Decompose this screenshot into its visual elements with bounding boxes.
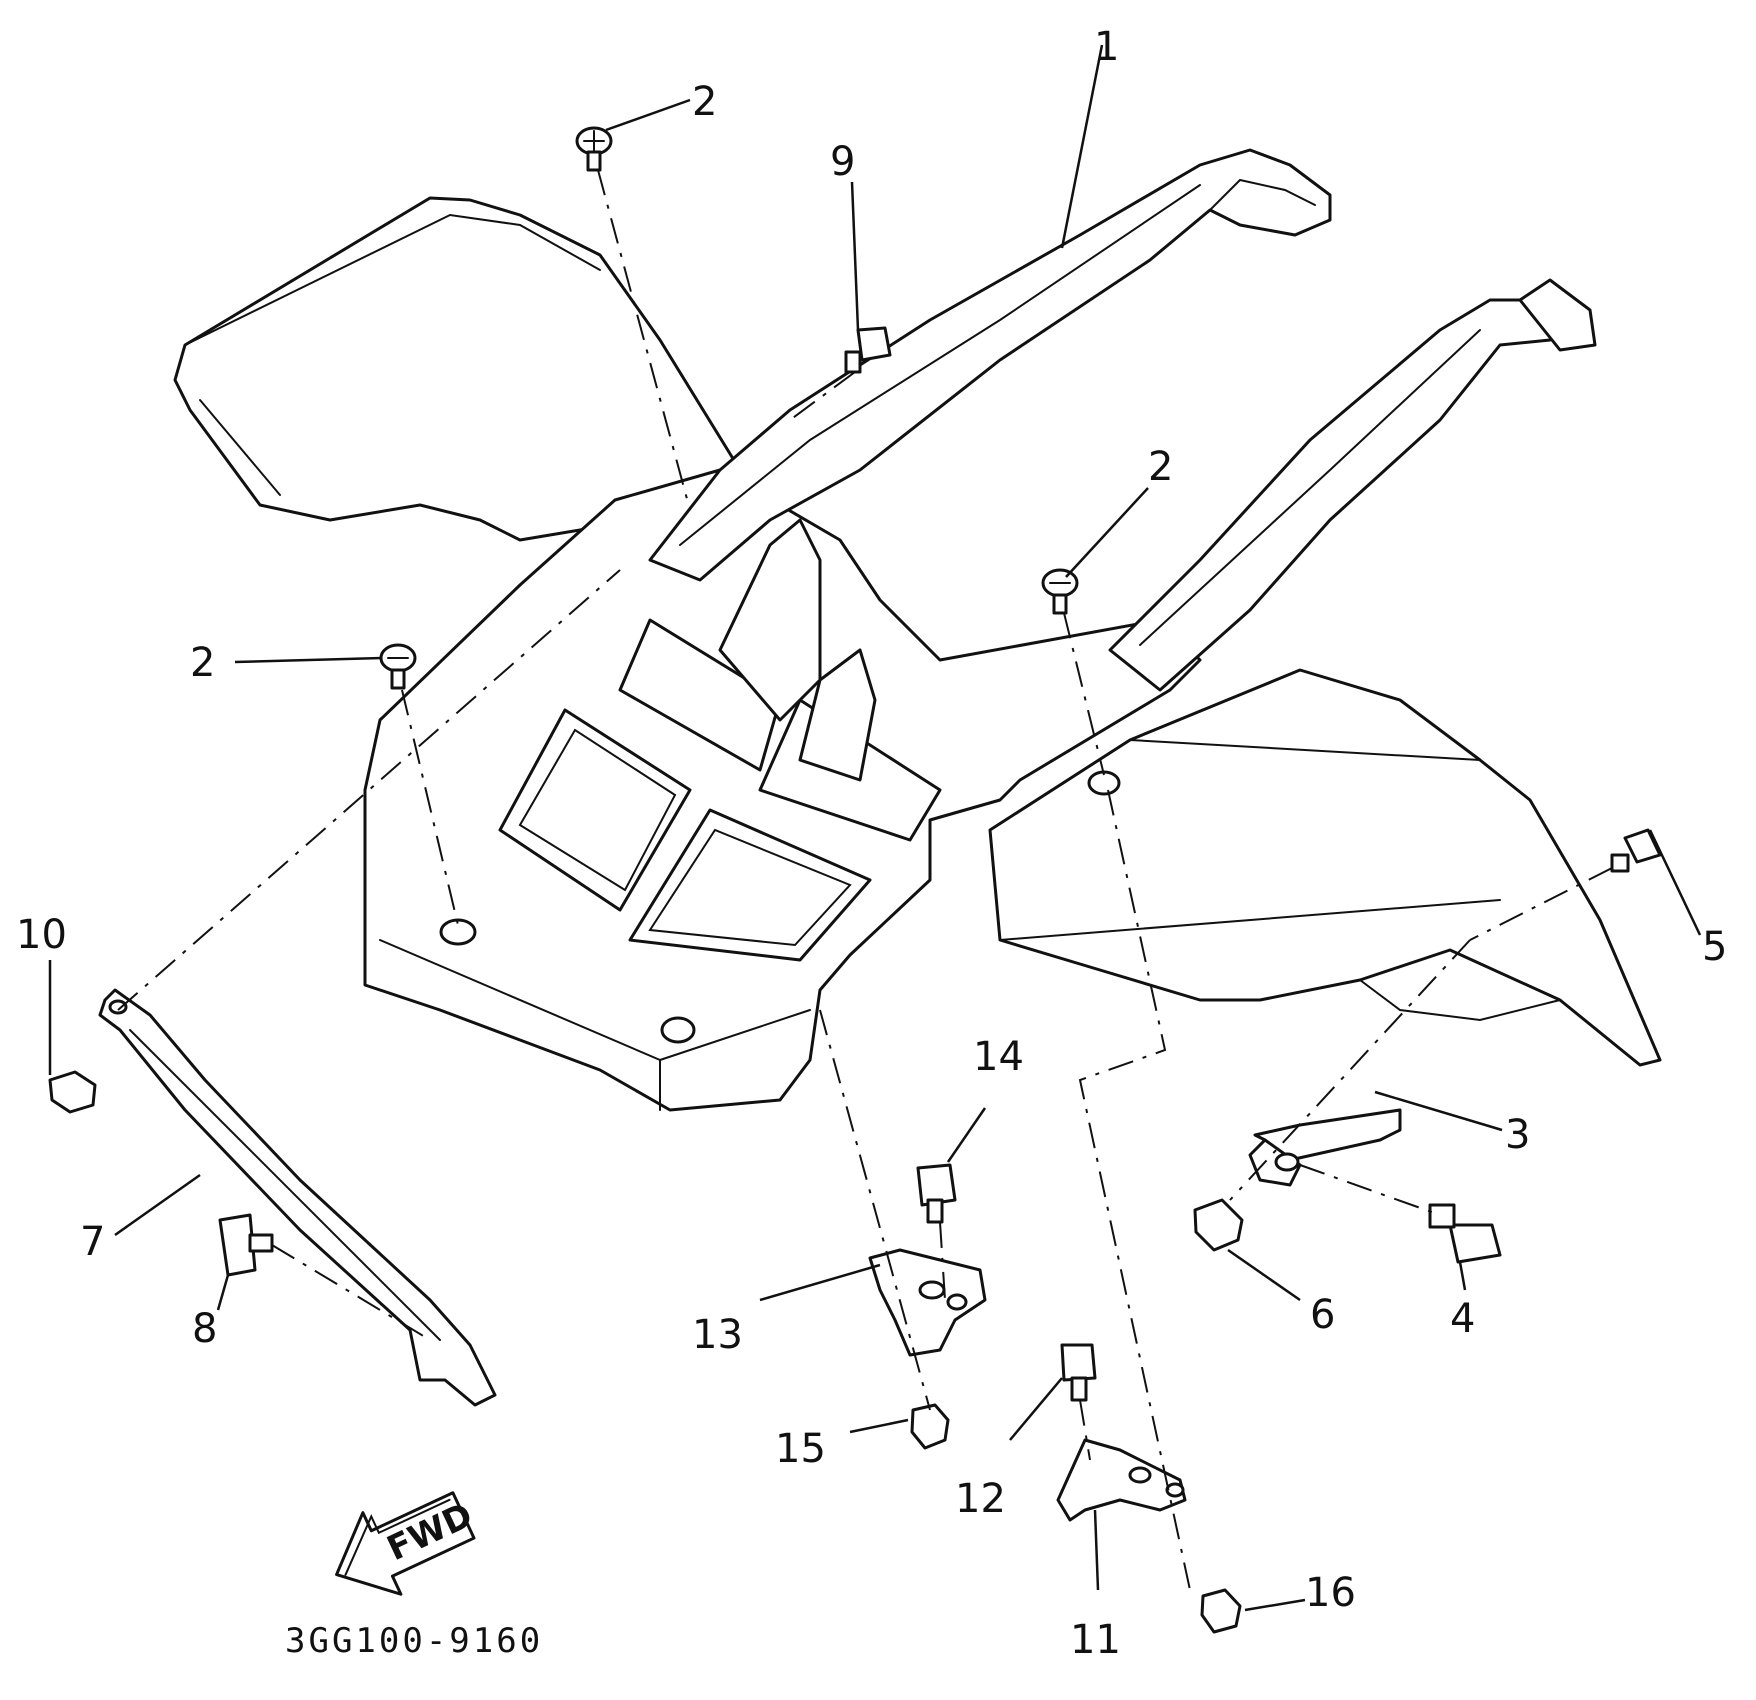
part-numbers: 1 2 2 2 9 5 3 4 6 10 7 8 14 13 15 12 11 … — [16, 24, 1727, 1663]
part-label-9: 9 — [830, 139, 855, 185]
part-label-11: 11 — [1070, 1617, 1121, 1663]
forward-direction-arrow: FWD — [335, 1491, 479, 1596]
part-label-2: 2 — [1148, 444, 1173, 490]
bracket-icon — [1248, 1108, 1402, 1187]
bracket-icon — [868, 1248, 987, 1357]
part-label-13: 13 — [692, 1312, 743, 1358]
fasteners — [48, 126, 1662, 1634]
fender-body — [173, 196, 1662, 1112]
bolt-icon — [844, 326, 892, 374]
nut-icon — [1200, 1588, 1242, 1634]
nut-icon — [48, 1070, 97, 1114]
part-label-4: 4 — [1450, 1296, 1475, 1342]
bolt-icon — [218, 1213, 274, 1277]
nut-icon — [910, 1403, 950, 1450]
part-label-10: 10 — [16, 912, 67, 958]
bolt-icon — [1610, 828, 1662, 873]
bolt-icon — [916, 1163, 957, 1224]
part-label-15: 15 — [775, 1426, 826, 1472]
part-label-5: 5 — [1702, 924, 1727, 970]
screw-icon — [379, 643, 417, 690]
grab-rail-guards — [648, 148, 1597, 692]
part-label-2: 2 — [190, 640, 215, 686]
bolt-icon — [1428, 1203, 1502, 1264]
drawing-code: 3GG100-9160 — [285, 1621, 543, 1661]
nut-icon — [1193, 1198, 1244, 1252]
part-label-3: 3 — [1505, 1112, 1530, 1158]
part-label-2: 2 — [692, 79, 717, 125]
part-label-8: 8 — [192, 1306, 217, 1352]
part-label-16: 16 — [1305, 1570, 1356, 1616]
part-label-7: 7 — [80, 1219, 105, 1265]
leader-lines — [48, 44, 1702, 1612]
part-label-14: 14 — [973, 1034, 1024, 1080]
fender-stay — [98, 988, 497, 1407]
part-label-12: 12 — [955, 1476, 1006, 1522]
screw-icon — [575, 126, 613, 172]
screw-icon — [1041, 568, 1079, 615]
bolt-icon — [1060, 1343, 1097, 1402]
part-label-1: 1 — [1094, 24, 1119, 70]
assembly-lines — [117, 169, 1613, 1591]
part-label-6: 6 — [1310, 1292, 1335, 1338]
